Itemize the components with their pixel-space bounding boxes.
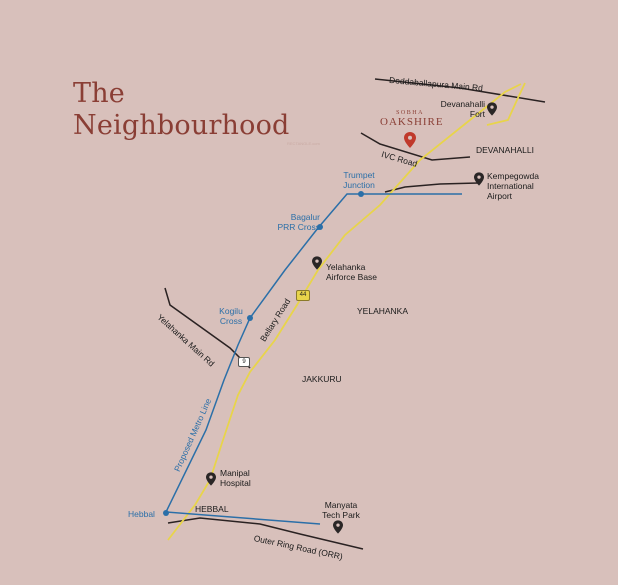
proposed-metro-line	[164, 193, 462, 525]
bagalur-station	[317, 224, 323, 230]
place-devanahalli-fort: Devanahalli Fort	[437, 99, 485, 119]
map-pin-icon	[474, 172, 484, 186]
doddaballapura-main-road	[374, 78, 546, 103]
map-pin-icon	[333, 520, 343, 534]
station-kogilu-line1: Kogilu	[219, 306, 243, 316]
devanahalli-bypass	[486, 82, 526, 126]
area-jakkuru: JAKKURU	[302, 374, 342, 384]
brand-small: SOBHA	[396, 110, 424, 116]
place-airforce-base: Yelahanka Airforce Base	[326, 262, 377, 282]
area-hebbal: HEBBAL	[195, 504, 229, 514]
place-manipal-line1: Manipal	[220, 468, 250, 478]
place-manipal-line2: Hospital	[220, 478, 251, 488]
bellary-road	[167, 83, 522, 541]
highway-shield-nh9: 9	[238, 357, 250, 367]
place-devanahalli-fort-line1: Devanahalli	[440, 99, 485, 109]
map-pin-icon	[312, 256, 322, 270]
place-devanahalli-fort-line2: Fort	[469, 109, 485, 119]
hebbal-station	[163, 510, 169, 516]
project-brand: SOBHA OAKSHIRE	[380, 110, 444, 128]
trumpet-junction-station	[358, 191, 364, 197]
place-airport: Kempegowda International Airport	[487, 171, 539, 201]
outer-ring-road	[167, 517, 364, 550]
area-devanahalli: DEVANAHALLI	[476, 145, 534, 155]
station-bagalur-line2: PRR Cross	[277, 222, 320, 232]
place-airport-line2: International	[487, 181, 534, 191]
airport-road	[384, 182, 479, 193]
station-trumpet-line2: Junction	[343, 180, 375, 190]
place-manipal-hospital: Manipal Hospital	[220, 468, 251, 488]
map-pin-icon	[206, 472, 216, 486]
station-kogilu-cross: Kogilu Cross	[214, 306, 248, 326]
watermark: RECTANGLE.com	[287, 141, 320, 146]
ivc-road	[360, 132, 471, 161]
place-manyata-line2: Tech Park	[322, 510, 360, 520]
area-yelahanka: YELAHANKA	[357, 306, 409, 316]
place-manyata-tech-park: Manyata Tech Park	[320, 500, 362, 520]
station-kogilu-line2: Cross	[219, 316, 243, 326]
title-line-2: Neighbourhood	[73, 110, 290, 141]
place-airport-line1: Kempegowda	[487, 171, 539, 181]
station-bagalur-prr-cross: Bagalur PRR Cross	[268, 212, 320, 232]
place-airforce-line1: Yelahanka	[326, 262, 366, 272]
place-airport-line3: Airport	[487, 191, 513, 201]
station-trumpet-line1: Trumpet	[343, 170, 375, 180]
place-airforce-line2: Airforce Base	[326, 272, 378, 282]
page-title: The Neighbourhood	[73, 78, 290, 142]
project-location-pin-icon	[404, 132, 416, 148]
station-bagalur-line1: Bagalur	[290, 212, 320, 222]
station-hebbal: Hebbal	[128, 509, 155, 519]
kogilu-station	[247, 315, 253, 321]
station-trumpet-junction: Trumpet Junction	[335, 170, 383, 190]
title-line-1: The	[73, 78, 125, 109]
brand-name: OAKSHIRE	[380, 116, 444, 128]
map-pin-icon	[487, 102, 497, 116]
place-manyata-line1: Manyata	[324, 500, 358, 510]
highway-shield-nh44: 44	[296, 290, 310, 301]
